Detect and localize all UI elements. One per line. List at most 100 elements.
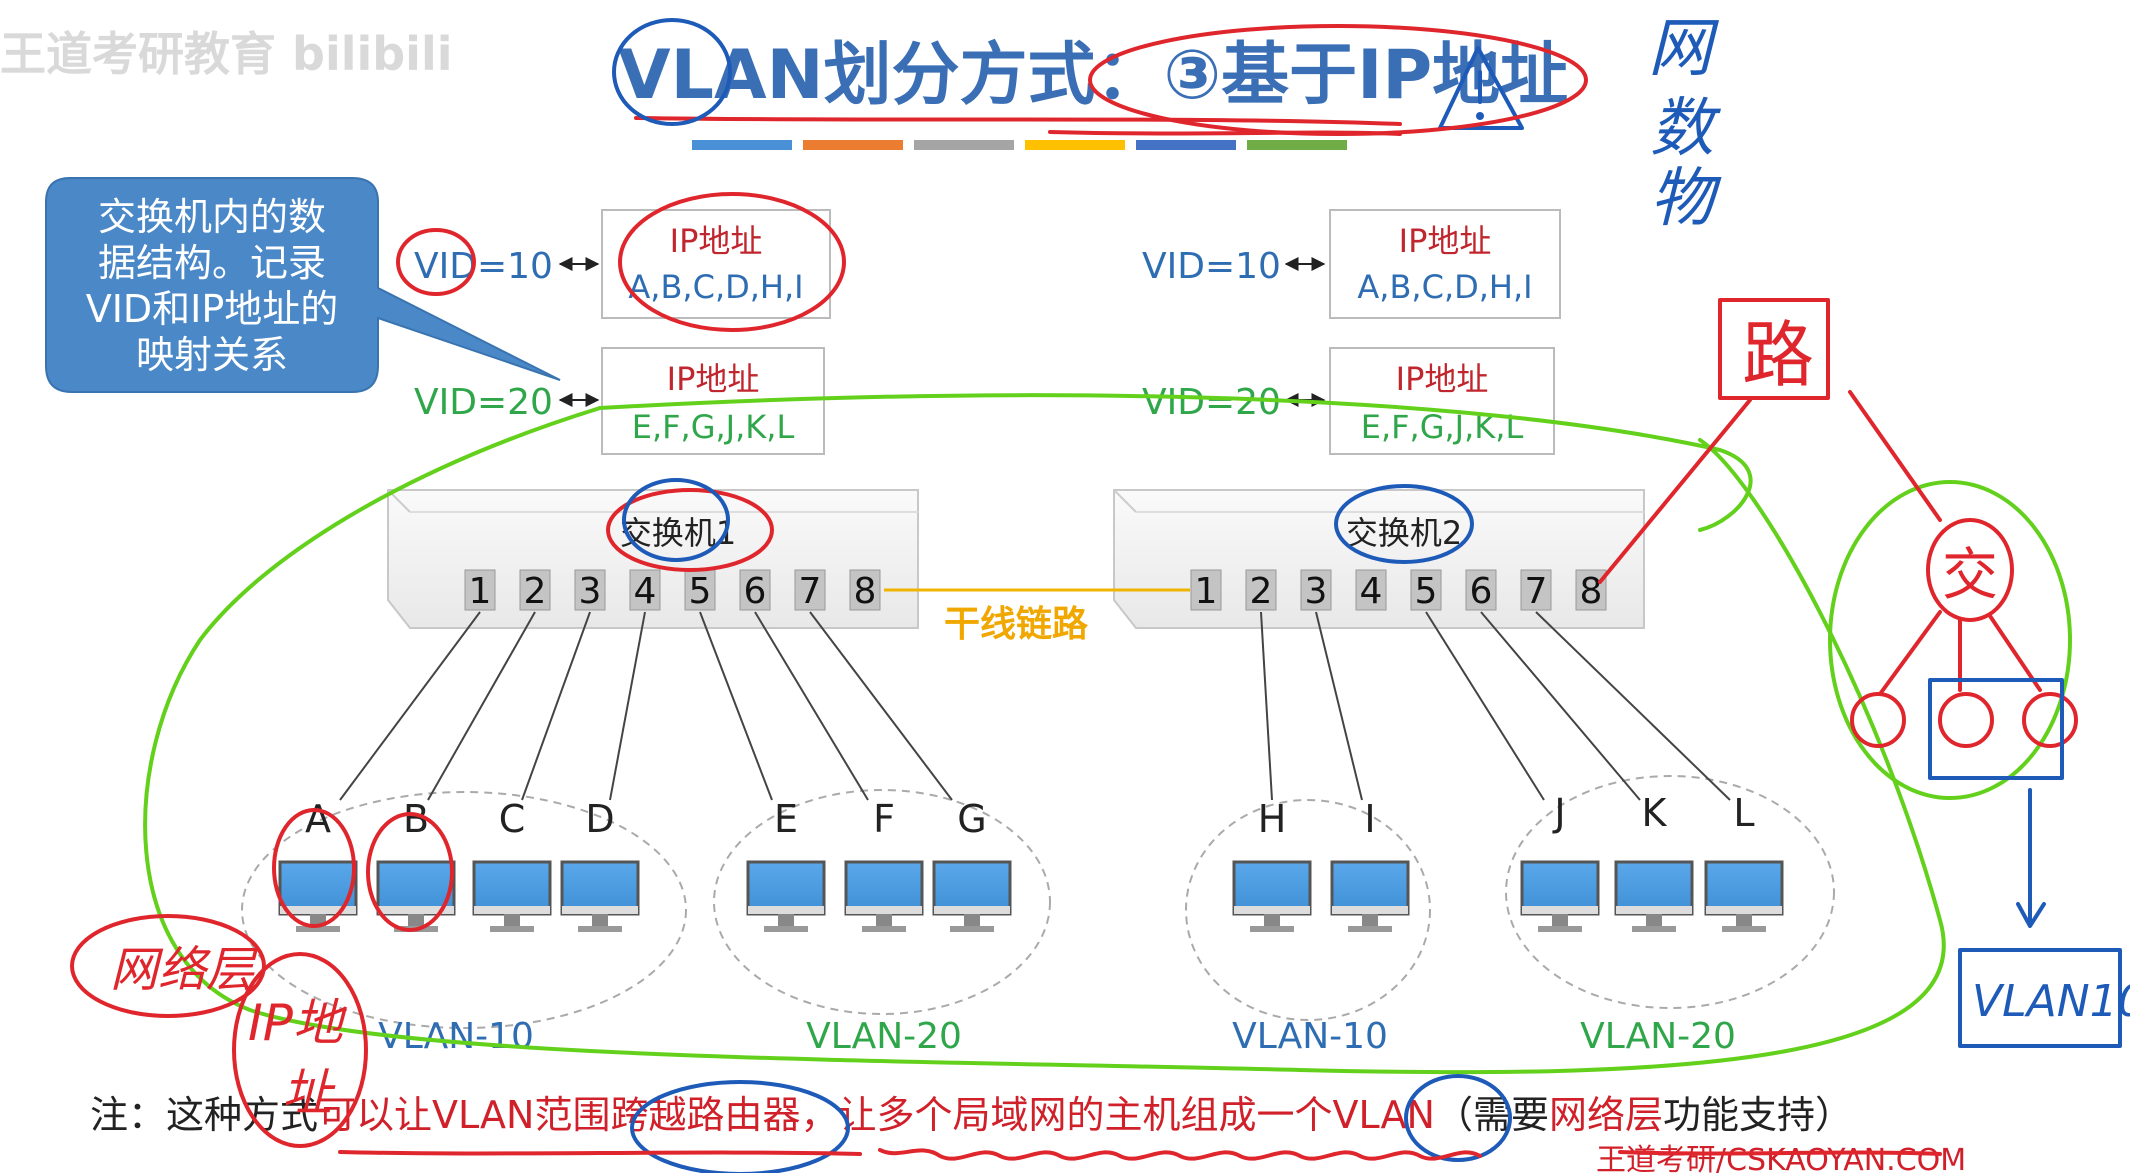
lan-group [1185, 799, 1431, 1021]
host-link [427, 611, 536, 801]
annotation-circle [622, 478, 730, 562]
host-label: G [957, 797, 986, 841]
callout-line: 交换机内的数 [98, 195, 326, 239]
port-number: 5 [1415, 571, 1438, 612]
vid-label: VID=10 [1142, 246, 1281, 287]
annotation-circle [272, 808, 356, 928]
color-bar-segment [1136, 140, 1236, 150]
color-bar-segment [1025, 140, 1125, 150]
handwritten-vlan-box: VLAN10 [1958, 948, 2130, 1048]
host-label: L [1733, 791, 1754, 835]
annotation-underline [1048, 130, 1402, 136]
port-number: 2 [1250, 571, 1273, 612]
port-number: 4 [1360, 571, 1383, 612]
host-computer: B [376, 797, 456, 932]
footer-brand: 王道考研/CSKAOYAN.COM [1596, 1143, 1966, 1173]
switch2-vid10-table: VID=10 IP地址 A,B,C,D,H,I [1142, 209, 1561, 319]
ip-table-hosts: E,F,G,J,K,L [1361, 408, 1524, 446]
annotation-circle [630, 1080, 850, 1173]
ip-table-hosts: A,B,C,D,H,I [1357, 268, 1532, 306]
port-number: 7 [1525, 571, 1548, 612]
watermark: 王道考研教育 bilibili [0, 27, 452, 81]
annotation-circle [606, 488, 774, 572]
switch2-vid20-table: VID=20 IP地址 E,F,G,J,K,L [1142, 347, 1555, 455]
switch-port [739, 569, 771, 611]
switch-port [1465, 569, 1497, 611]
port-number: 7 [799, 571, 822, 612]
annotation-circle [612, 18, 732, 126]
host-computer: I [1330, 797, 1410, 932]
callout-line: VID和IP地址的 [86, 287, 339, 331]
port-number: 2 [524, 571, 547, 612]
switch-port [684, 569, 716, 611]
host-link [754, 611, 869, 801]
handwritten-network-layer: 网络层 IP地 址 [70, 914, 368, 1148]
host-link [609, 611, 646, 801]
handwritten-note: 物 [1650, 162, 1722, 236]
port-number: 5 [689, 571, 712, 612]
switch-port [794, 569, 826, 611]
host-label: F [873, 797, 895, 841]
switch-port [849, 569, 881, 611]
switch-port [1355, 569, 1387, 611]
ip-table-header: IP地址 [1396, 360, 1489, 398]
ip-table-hosts: A,B,C,D,H,I [628, 268, 803, 306]
color-bar-segment [1247, 140, 1347, 150]
host-label: K [1642, 791, 1668, 835]
annotation-circle [1334, 484, 1474, 564]
host-links [339, 611, 1731, 801]
trunk-label: 干线链路 [944, 604, 1089, 645]
host-link [1315, 611, 1363, 801]
vlan-label: VLAN-20 [1580, 1016, 1736, 1057]
host-computer: J [1520, 791, 1600, 932]
handwritten-note: 网 [1648, 12, 1720, 86]
annotation-underline [634, 116, 1402, 126]
host-computer: A [278, 797, 358, 932]
switch-port [629, 569, 661, 611]
handwritten-switch: 交 [1850, 518, 2078, 928]
port-number: 4 [634, 571, 657, 612]
footnote: 注：这种方式可以让VLAN范围跨越路由器，让多个局域网的主机组成一个VLAN（需… [90, 1093, 1853, 1137]
switch-port [574, 569, 606, 611]
lan-group [1505, 775, 1835, 1009]
host-link [1480, 611, 1641, 801]
switch1-vid10-table: VID=10 IP地址 A,B,C,D,H,I [414, 209, 831, 319]
host-computer: L [1704, 791, 1784, 932]
vid-label: VID=20 [1142, 382, 1281, 423]
switch-port [1300, 569, 1332, 611]
switch-name: 交换机2 [1346, 514, 1462, 552]
host-computer: K [1614, 791, 1694, 932]
callout-line: 据结构。记录 [98, 241, 326, 285]
host-computer: H [1232, 797, 1312, 932]
ip-table-header: IP地址 [1399, 222, 1492, 260]
callout-bubble: 交换机内的数 据结构。记录 VID和IP地址的 映射关系 [45, 177, 561, 393]
handwritten-note: 数 [1650, 92, 1722, 166]
vid-label: VID=10 [414, 246, 553, 287]
vlan-label: VLAN-20 [806, 1016, 962, 1057]
svg-text:路: 路 [1742, 313, 1814, 397]
vlan-label: VLAN-10 [1232, 1016, 1388, 1057]
ip-table-header: IP地址 [670, 222, 763, 260]
page-title: VLAN划分方式：③基于IP地址 [618, 36, 1568, 115]
port-number: 6 [1470, 571, 1493, 612]
vid-label: VID=20 [414, 382, 553, 423]
ip-table-header: IP地址 [667, 360, 760, 398]
trunk-link: 干线链路 [884, 588, 1190, 645]
port-number: 1 [1195, 571, 1218, 612]
lan-group [241, 791, 687, 1029]
host-label: I [1364, 797, 1375, 841]
title-color-bar [692, 140, 1347, 150]
host-link [1535, 611, 1731, 801]
callout-line: 映射关系 [136, 333, 288, 377]
annotation-circle [366, 812, 454, 932]
host-link [521, 611, 591, 801]
host-link [1260, 611, 1273, 801]
host-computer: D [560, 797, 640, 932]
handwritten-router: 路 [1598, 298, 1942, 584]
switch-port [519, 569, 551, 611]
port-number: 6 [744, 571, 767, 612]
svg-text:交: 交 [1942, 543, 1998, 608]
host-label: D [585, 797, 614, 841]
